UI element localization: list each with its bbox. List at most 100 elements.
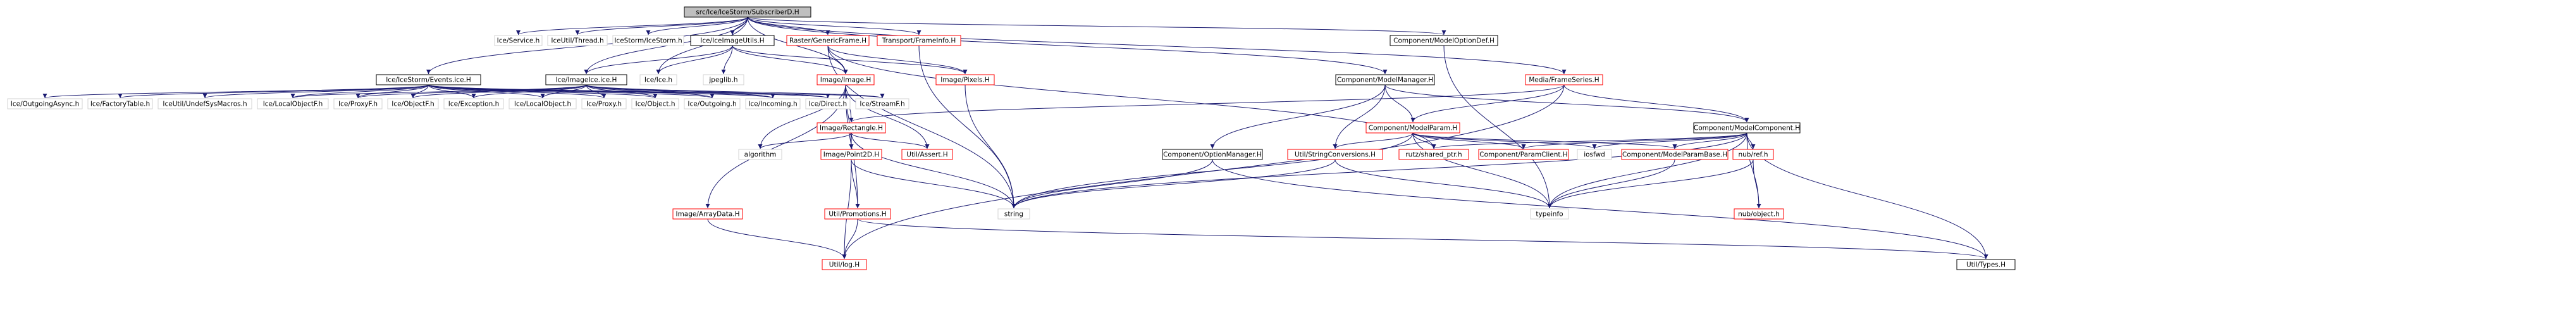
node-iosfwd: iosfwd	[1577, 149, 1612, 160]
node-box	[1577, 149, 1612, 160]
node-util-log[interactable]: Util/log.H	[822, 259, 867, 270]
node-ice-exception: Ice/Exception.h	[443, 98, 504, 109]
node-label: Ice/FactoryTable.h	[90, 101, 150, 108]
edge-icestorm-events-to-ice-localobject	[428, 84, 545, 99]
node-box	[1693, 122, 1801, 134]
node-icestorm-events[interactable]: Ice/IceStorm/Events.ice.H	[376, 74, 481, 85]
edge-component-optionmanager-to-string	[1011, 159, 1213, 209]
node-label: Component/ModelComponent.H	[1694, 125, 1800, 132]
node-media-frameseries[interactable]: Media/FrameSeries.H	[1525, 74, 1603, 85]
node-component-modelcomponent[interactable]: Component/ModelComponent.H	[1693, 122, 1801, 134]
node-label: Raster/GenericFrame.H	[789, 37, 866, 45]
node-label: Image/Point2D.H	[823, 151, 880, 159]
node-box	[1287, 149, 1383, 160]
node-ice-localobject: Ice/LocalObject.h	[508, 98, 577, 109]
node-label: IceUtil/UndefSysMacros.h	[163, 101, 247, 108]
edge-imageice-to-ice-streamf	[586, 84, 885, 99]
node-label: Component/ParamClient.H	[1479, 151, 1567, 159]
edge-iceimageutils-to-image-pixels	[732, 45, 968, 75]
edge-component-modelparam-to-util-stringconversions	[1333, 132, 1414, 149]
node-util-promotions[interactable]: Util/Promotions.H	[824, 208, 891, 220]
node-box	[639, 74, 677, 85]
node-box	[855, 98, 909, 109]
node-label: Ice/Object.h	[635, 101, 675, 108]
node-label: rutz/shared_ptr.h	[1405, 151, 1462, 159]
edge-iceimageutils-to-jpeglib	[721, 45, 733, 75]
node-box	[824, 208, 891, 220]
node-box	[1478, 149, 1569, 160]
node-jpeglib: jpeglib.h	[703, 74, 744, 85]
node-component-modelparam[interactable]: Component/ModelParam.H	[1365, 122, 1460, 134]
node-image-rectangle[interactable]: Image/Rectangle.H	[817, 122, 886, 134]
node-box	[820, 149, 882, 160]
node-util-assert[interactable]: Util/Assert.H	[901, 149, 953, 160]
node-box	[1365, 122, 1460, 134]
node-box	[257, 98, 329, 109]
edge-iceimageutils-to-ice-ice	[656, 45, 733, 75]
node-label: Ice/IceStorm/Events.ice.H	[386, 77, 471, 84]
edge-media-frameseries-to-util-log	[842, 84, 1565, 260]
edge-nub-ref-to-nub-object	[1753, 159, 1761, 209]
node-iceimageutils[interactable]: Ice/IceImageUtils.H	[690, 35, 775, 46]
node-label: Component/ModelParamBase.H	[1622, 151, 1727, 159]
node-ice-incoming: Ice/Incoming.h	[745, 98, 801, 109]
edge-image-point2d-to-string	[851, 159, 1016, 209]
node-label: Media/FrameSeries.H	[1529, 77, 1599, 84]
node-image-point2d[interactable]: Image/Point2D.H	[820, 149, 882, 160]
node-box	[997, 208, 1030, 220]
edge-util-promotions-to-util-log	[842, 218, 858, 260]
node-box	[738, 149, 782, 160]
edge-imageice-to-ice-localobject	[540, 84, 587, 99]
node-root[interactable]: src/Ice/IceStorm/SubscriberD.H	[684, 6, 811, 18]
node-image-pixels[interactable]: Image/Pixels.H	[935, 74, 995, 85]
node-box	[684, 98, 741, 109]
node-component-optionmanager[interactable]: Component/OptionManager.H	[1162, 149, 1263, 160]
node-component-modeloptiondef[interactable]: Component/ModelOptionDef.H	[1390, 35, 1498, 46]
node-label: src/Ice/IceStorm/SubscriberD.H	[696, 9, 799, 16]
node-component-paramclient[interactable]: Component/ParamClient.H	[1478, 149, 1569, 160]
node-icestorm-icestorm: IceStorm/IceStorm.h	[612, 35, 684, 46]
edge-component-modelmanager-to-component-modelcomponent	[1384, 84, 1749, 123]
node-util-types[interactable]: Util/Types.H	[1956, 259, 2016, 270]
edge-image-rectangle-to-util-assert	[851, 132, 930, 149]
node-box	[1621, 149, 1729, 160]
edge-icestorm-events-to-ice-factorytable	[118, 84, 429, 99]
edge-component-modelcomponent-to-nub-ref	[1746, 132, 1756, 149]
edge-imageice-to-ice-outgoing	[586, 84, 715, 99]
node-ice-service: Ice/Service.h	[494, 35, 543, 46]
node-component-modelmanager[interactable]: Component/ModelManager.H	[1335, 74, 1435, 85]
node-ice-object: Ice/Object.h	[631, 98, 679, 109]
node-label: IceUtil/Thread.h	[551, 37, 603, 45]
node-component-modelparambase[interactable]: Component/ModelParamBase.H	[1621, 149, 1729, 160]
edge-imageice-to-ice-localobjectf	[290, 84, 587, 99]
node-box	[745, 98, 801, 109]
node-image-arraydata[interactable]: Image/ArrayData.H	[672, 208, 743, 220]
node-ice-streamf: Ice/StreamF.h	[855, 98, 909, 109]
node-box	[581, 98, 627, 109]
node-nub-ref[interactable]: nub/ref.h	[1732, 149, 1774, 160]
edge-root-to-component-modelmanager	[747, 16, 1388, 75]
node-transport-frameinfo[interactable]: Transport/FrameInfo.H	[877, 35, 961, 46]
node-label: jpeglib.h	[708, 77, 737, 84]
node-box	[901, 149, 953, 160]
node-label: Component/ModelManager.H	[1337, 77, 1433, 84]
edge-image-arraydata-to-util-log	[707, 218, 847, 260]
node-label: Util/Promotions.H	[829, 211, 886, 218]
node-util-stringconversions[interactable]: Util/StringConversions.H	[1287, 149, 1383, 160]
edge-image-rectangle-to-algorithm	[758, 132, 852, 149]
node-ice-direct: Ice/Direct.h	[805, 98, 851, 109]
node-imageice[interactable]: Ice/ImageIce.ice.H	[545, 74, 627, 85]
edge-component-modelcomponent-to-iosfwd	[1592, 132, 1747, 149]
edge-component-modelcomponent-to-typeinfo	[1547, 132, 1747, 209]
node-image-image[interactable]: Image/Image.H	[817, 74, 875, 85]
edge-imageice-to-ice-exception	[471, 84, 587, 99]
node-raster-genericframe[interactable]: Raster/GenericFrame.H	[786, 35, 870, 46]
node-box	[87, 98, 153, 109]
node-rutz-shared-ptr[interactable]: rutz/shared_ptr.h	[1398, 149, 1469, 160]
node-nub-object[interactable]: nub/object.h	[1734, 208, 1784, 220]
node-label: Ice/ObjectF.h	[391, 101, 434, 108]
node-label: Ice/Proxy.h	[586, 101, 622, 108]
node-label: IceStorm/IceStorm.h	[614, 37, 682, 45]
edge-root-to-ice-service	[516, 16, 748, 35]
